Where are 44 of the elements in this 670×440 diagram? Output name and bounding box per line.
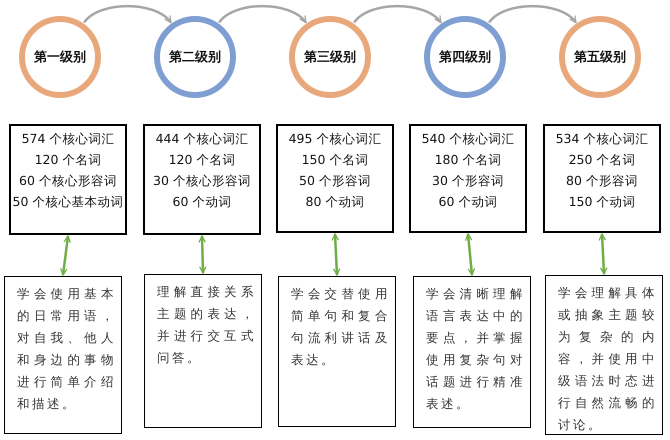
vocabulary-line: 120 个名词 xyxy=(34,151,102,169)
vocabulary-line: 60 个动词 xyxy=(172,193,232,211)
vocabulary-box xyxy=(276,124,394,233)
vocabulary-box xyxy=(143,124,261,235)
vocabulary-line: 534 个核心词汇 xyxy=(554,130,650,148)
vocabulary-line: 30 个形容词 xyxy=(431,172,505,190)
vocabulary-line: 444 个核心词汇 xyxy=(154,130,250,148)
level-circle: 第五级别 xyxy=(558,15,642,99)
vocabulary-line: 50 个核心基本动词 xyxy=(12,193,124,211)
curved-arrow xyxy=(488,4,577,24)
vocabulary-box xyxy=(543,124,661,233)
vocabulary-line: 180 个名词 xyxy=(434,151,502,169)
vocabulary-box xyxy=(409,124,527,233)
vocabulary-line: 30 个核心形容词 xyxy=(152,172,252,190)
double-arrow xyxy=(331,233,341,276)
vocabulary-line: 150 个动词 xyxy=(568,193,636,211)
curved-arrow xyxy=(353,4,442,24)
level-circle: 第二级别 xyxy=(153,15,237,99)
double-arrow xyxy=(198,235,207,274)
double-arrow xyxy=(598,233,608,275)
level-circle: 第四级别 xyxy=(423,15,507,99)
curved-arrow xyxy=(218,4,307,24)
double-arrow xyxy=(464,233,476,276)
vocabulary-line: 150 个名词 xyxy=(300,151,370,169)
level-circle: 第一级别 xyxy=(18,15,102,99)
vocabulary-line: 60 个核心形容词 xyxy=(18,172,118,190)
description-box: 理解直接关系主题的表达，并进行交互式问答。 xyxy=(144,274,262,428)
description-box: 学会清晰理解语言表达中的要点，并掌握使用复杂句对话题进行精准表述。 xyxy=(413,276,531,428)
vocabulary-line: 250 个名词 xyxy=(568,151,636,169)
vocabulary-line: 60 个动词 xyxy=(438,193,498,211)
vocabulary-line: 120 个名词 xyxy=(168,151,236,169)
description-box: 学会理解具体或抽象主题较为复杂的内容，并使用中级语法时态进行自然流畅的讨论。 xyxy=(545,275,663,435)
double-arrow xyxy=(60,235,71,276)
vocabulary-line: 80 个动词 xyxy=(304,193,366,211)
vocabulary-line: 574 个核心词汇 xyxy=(20,130,116,148)
description-box: 学会交替使用简单句和复合句流利讲话及表达。 xyxy=(278,276,396,427)
vocabulary-line: 495 个核心词汇 xyxy=(288,130,382,148)
vocabulary-line: 540 个核心词汇 xyxy=(420,130,516,148)
vocabulary-line: 50 个形容词 xyxy=(298,172,372,190)
vocabulary-line: 80 个形容词 xyxy=(565,172,639,190)
description-box: 学会使用基本的日常用语，对自我、他人和身边的事物进行简单介绍和描述。 xyxy=(4,276,122,434)
level-circle: 第三级别 xyxy=(288,15,372,99)
vocabulary-box xyxy=(9,124,127,235)
curved-arrow xyxy=(83,4,172,24)
